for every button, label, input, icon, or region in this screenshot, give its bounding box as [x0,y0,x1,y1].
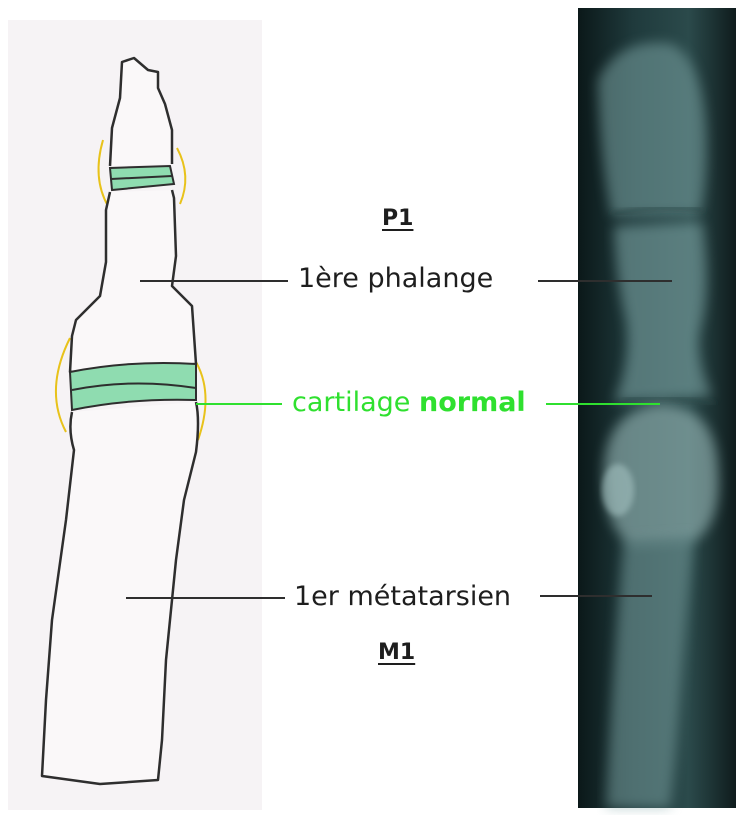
cartilage-label: cartilage normal [292,388,526,418]
cartilage-label-bold: normal [419,387,526,418]
p1-label: P1 [382,206,413,232]
phalanx-label: 1ère phalange [298,264,493,294]
metatarsal-label: 1er métatarsien [294,582,511,612]
cartilage-label-prefix: cartilage [292,387,410,418]
m1-label: M1 [378,640,415,666]
xray-image [578,8,736,808]
